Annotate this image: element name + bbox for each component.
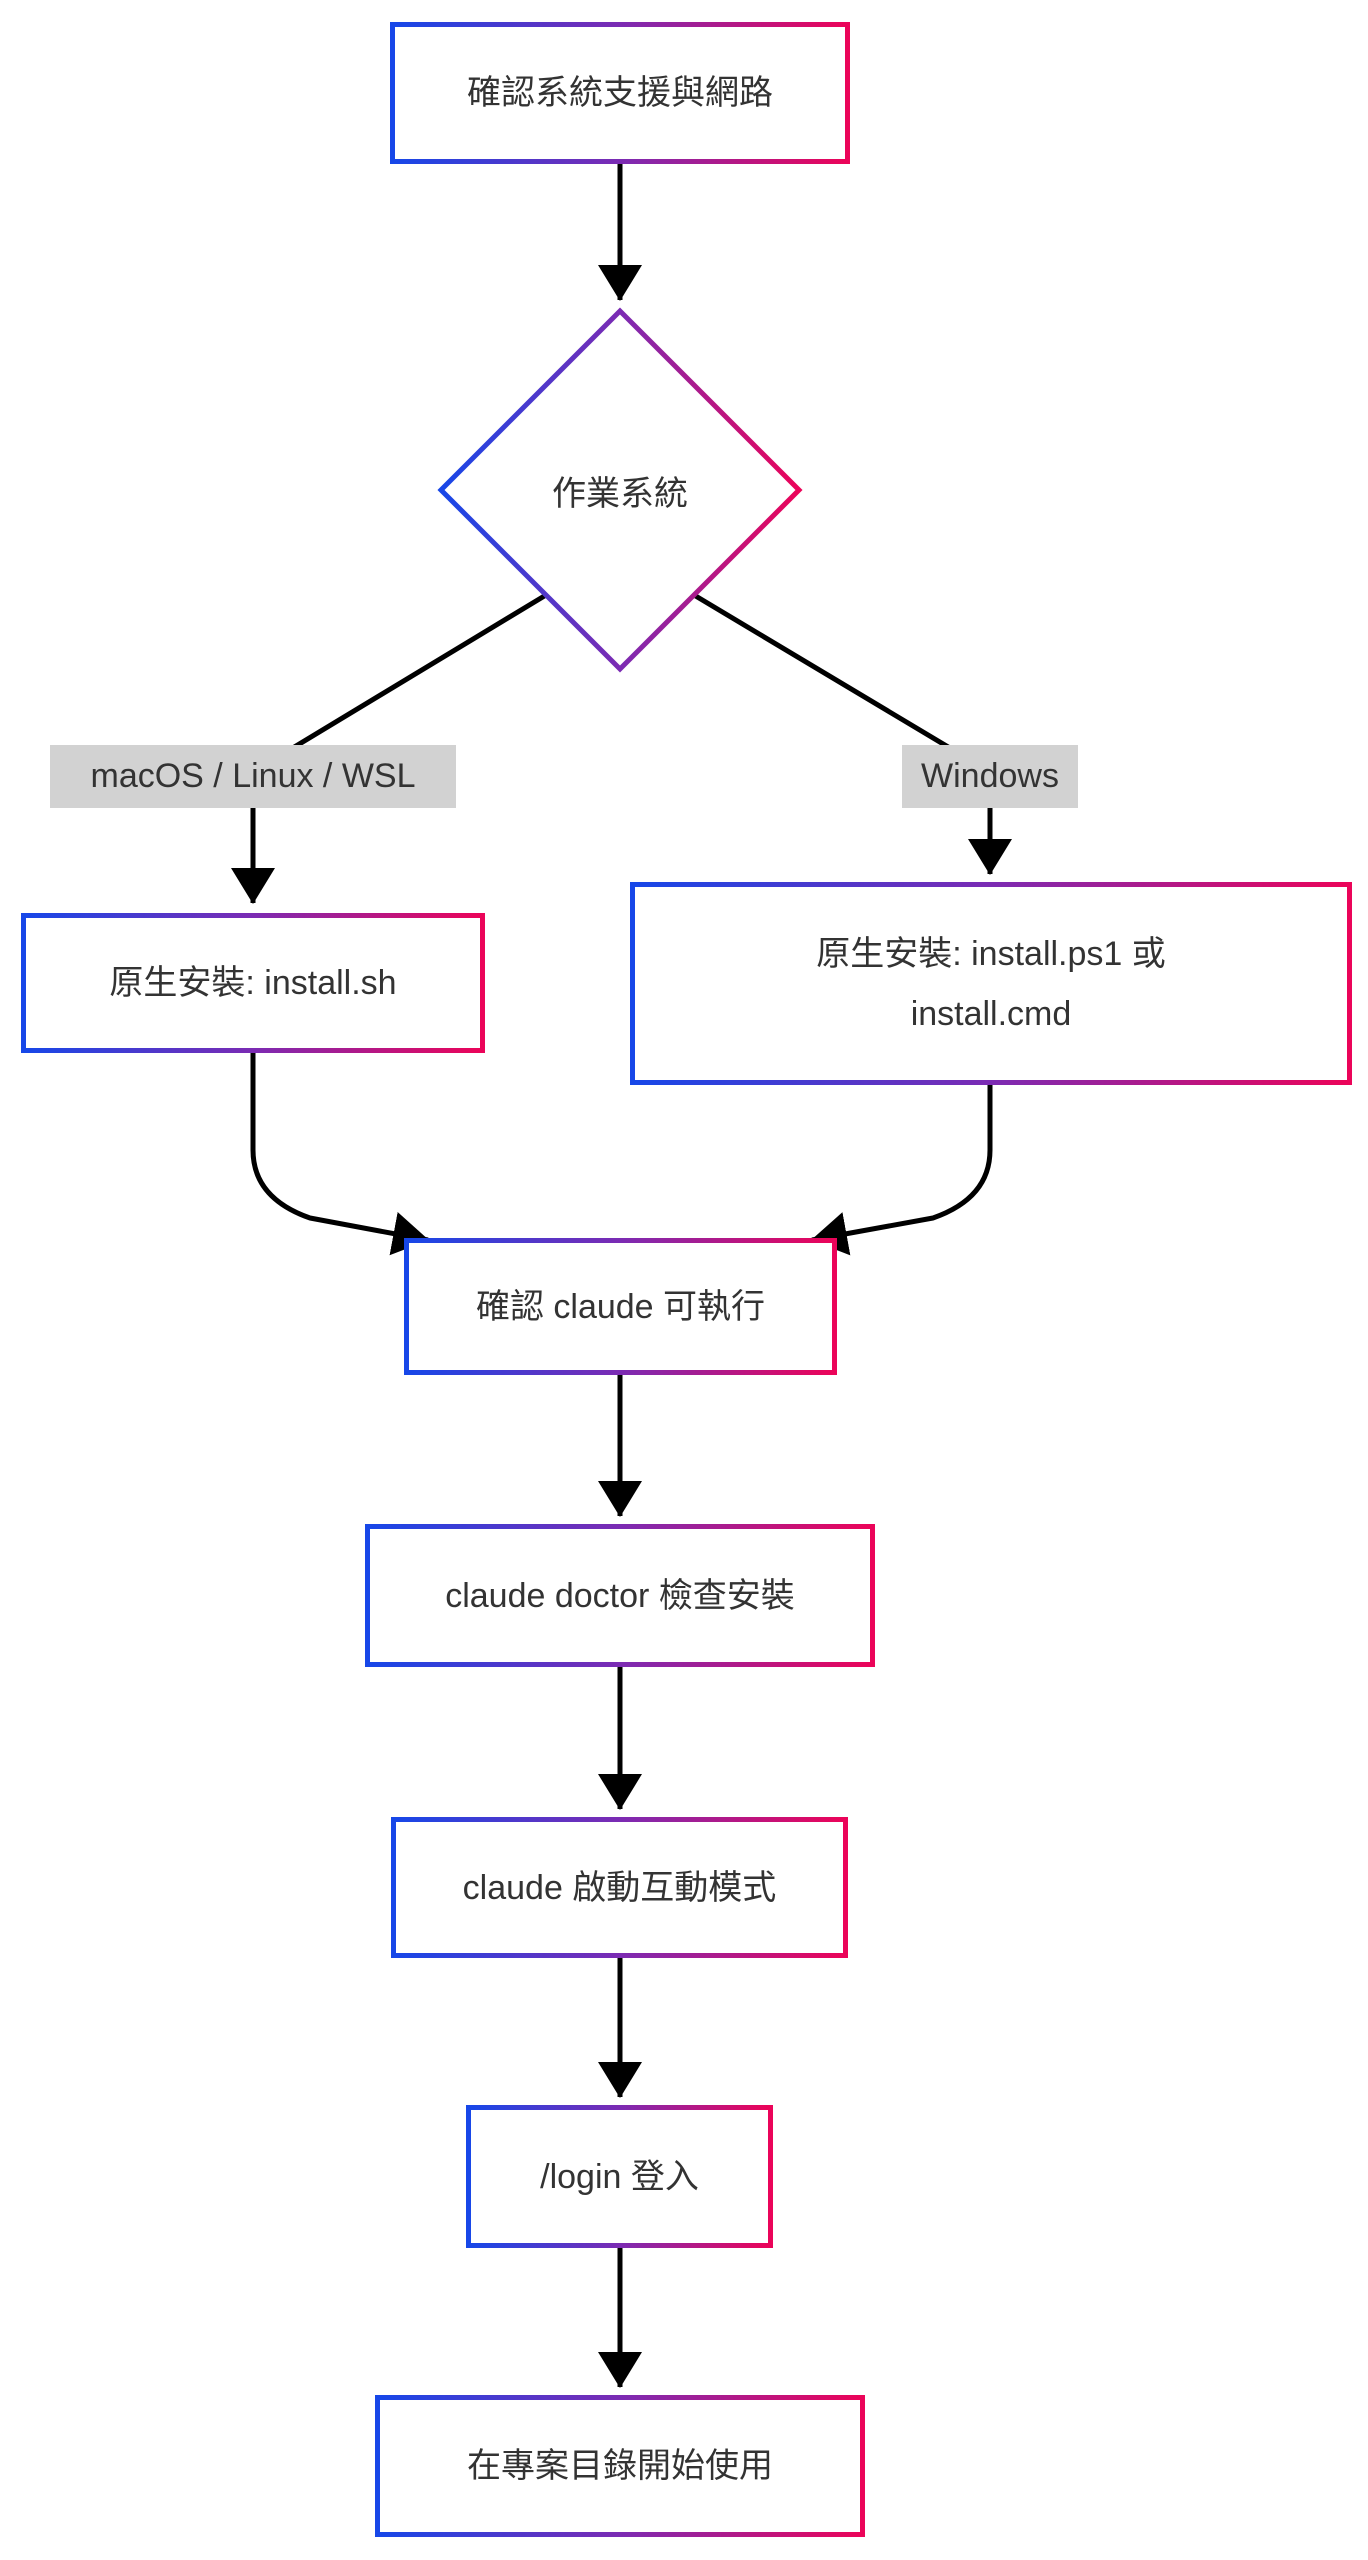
node-install-sh-label: 原生安裝: install.sh	[109, 964, 397, 1002]
node-login-label: /login 登入	[540, 2157, 699, 2196]
node-verify-claude-label: 確認 claude 可執行	[475, 1287, 766, 1326]
node-start-project: 在專案目錄開始使用	[375, 2395, 865, 2537]
edge-label-windows-text: Windows	[921, 757, 1059, 795]
edge-install-windows-to-verify-arrow	[811, 1085, 993, 1256]
node-install-windows-line2: install.cmd	[910, 994, 1072, 1033]
node-check-system: 確認系統支援與網路	[390, 22, 850, 164]
decision-os-text: 作業系統	[552, 474, 688, 513]
node-check-system-label: 確認系統支援與網路	[467, 74, 773, 112]
edge-install-sh-to-verify-arrow	[250, 1053, 429, 1256]
decision-os-diamond-shape	[437, 307, 803, 673]
node-claude-doctor-label: claude doctor 檢查安裝	[445, 1576, 795, 1615]
node-verify-claude: 確認 claude 可執行	[404, 1238, 837, 1375]
node-claude-doctor: claude doctor 檢查安裝	[365, 1524, 875, 1667]
node-install-windows-line1: 原生安裝: install.ps1 或	[816, 934, 1166, 973]
node-start-project-label: 在專案目錄開始使用	[467, 2447, 773, 2485]
node-install-windows: 原生安裝: install.ps1 或 install.cmd	[630, 882, 1352, 1085]
node-install-sh: 原生安裝: install.sh	[21, 913, 485, 1053]
node-interactive-mode: claude 啟動互動模式	[391, 1817, 848, 1958]
edge-label-windows: Windows	[902, 745, 1078, 808]
edge-label-macos-linux-wsl: macOS / Linux / WSL	[50, 745, 456, 808]
edge-label-macos-linux-wsl-text: macOS / Linux / WSL	[90, 757, 416, 795]
edge-os-to-install-windows-arrow	[692, 592, 1012, 875]
decision-os-label: 作業系統	[460, 459, 780, 521]
node-interactive-mode-label: claude 啟動互動模式	[462, 1868, 777, 1907]
node-login: /login 登入	[466, 2105, 773, 2248]
